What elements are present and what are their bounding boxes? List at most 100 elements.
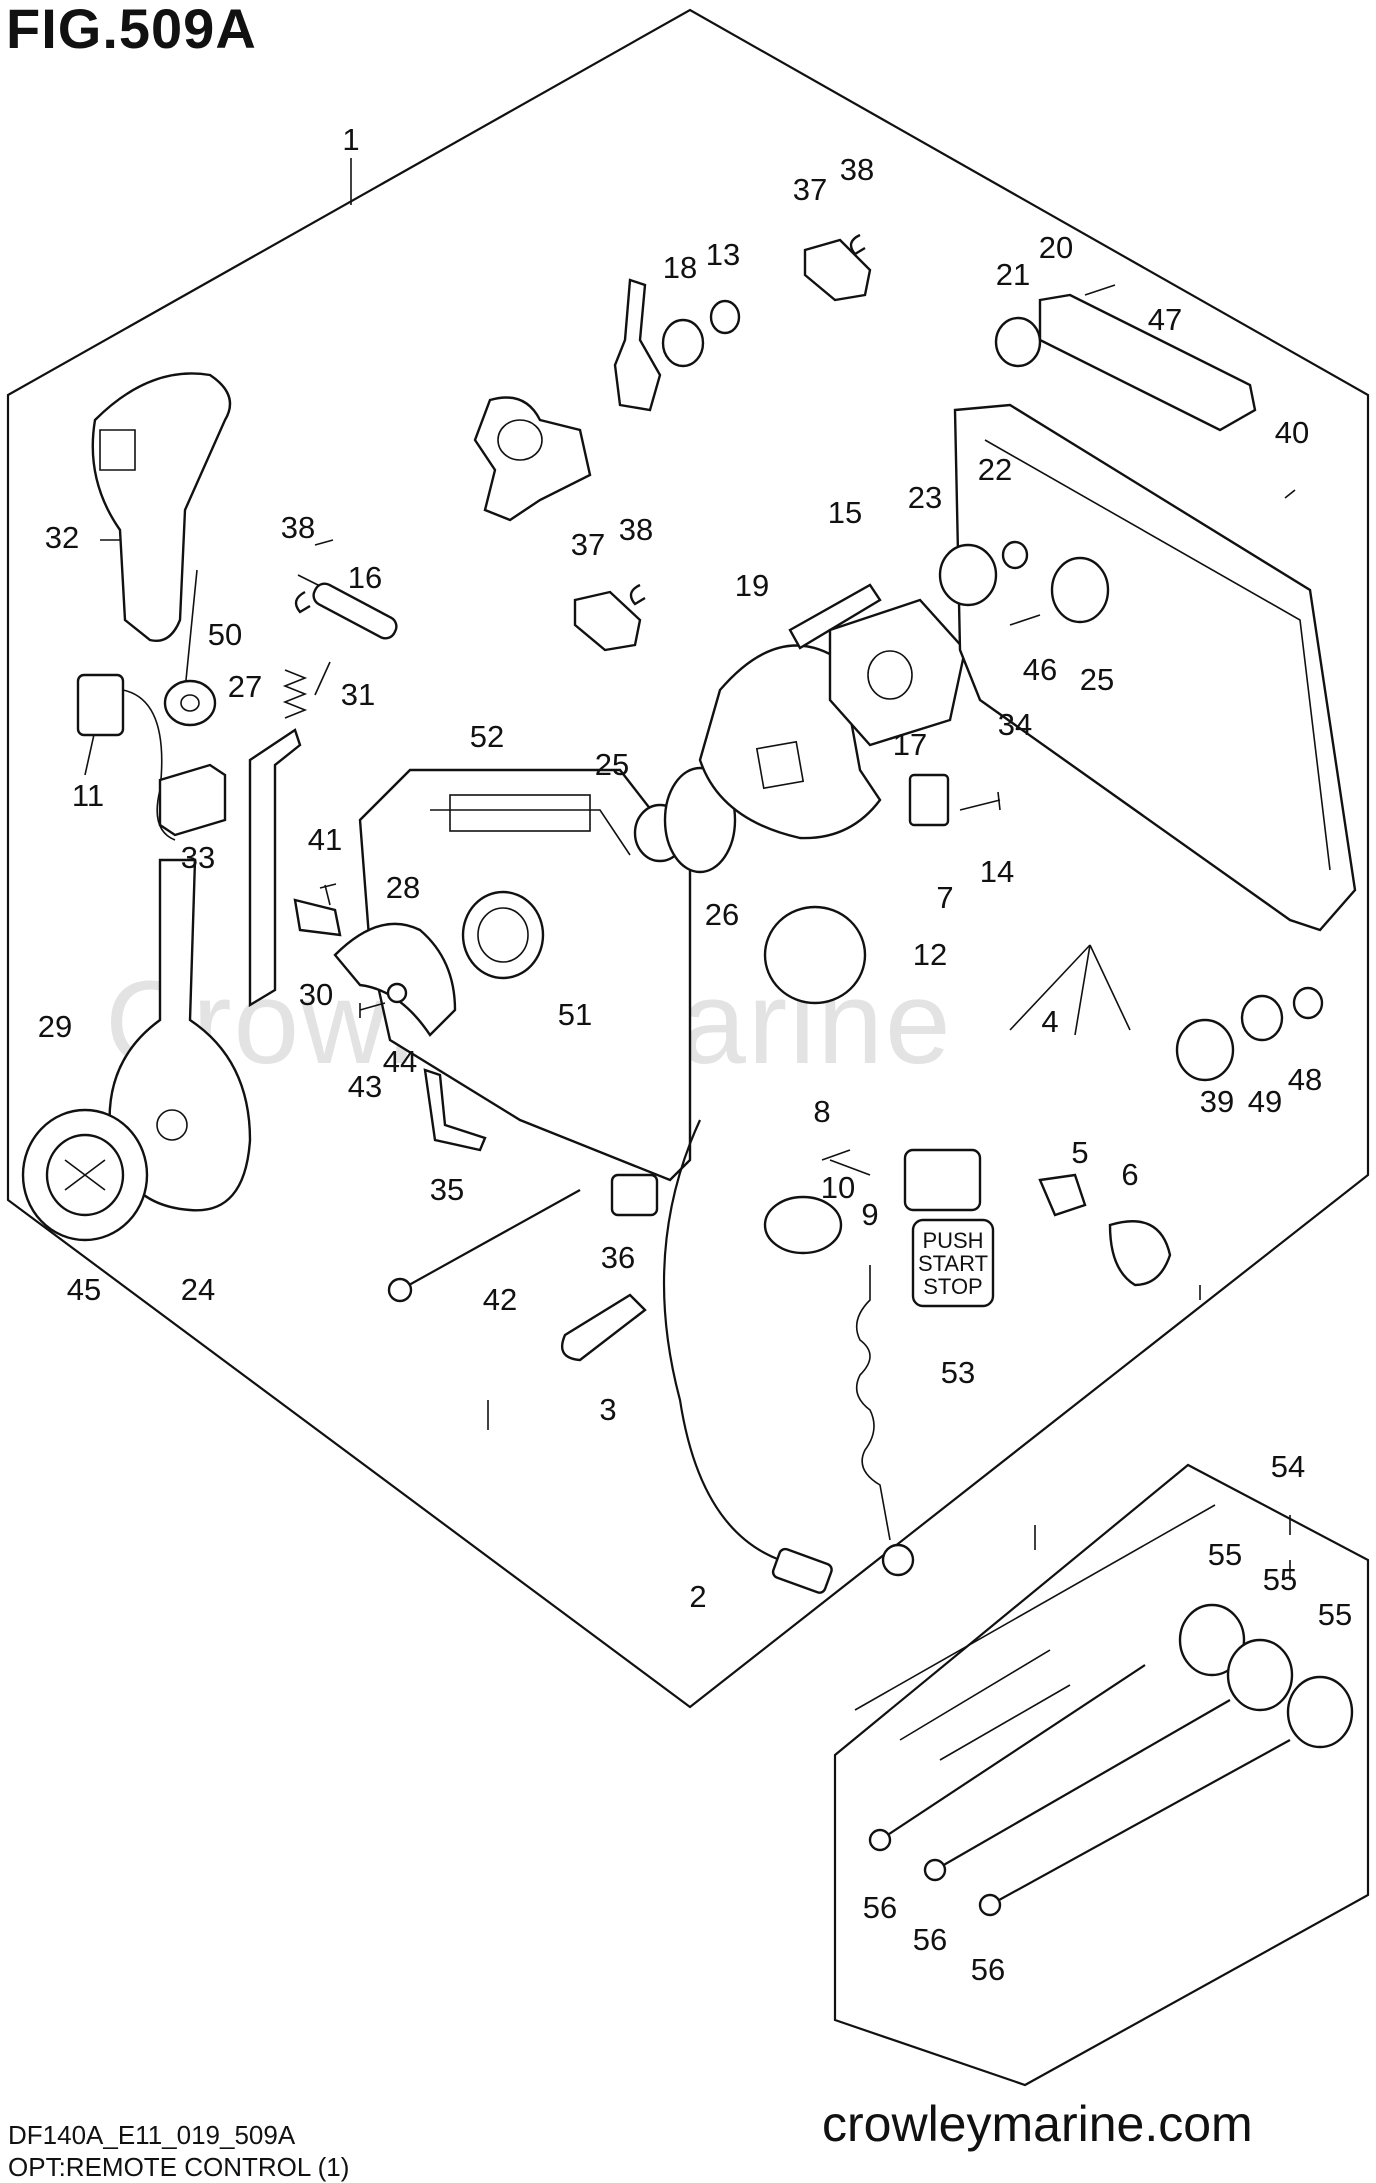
callout-5: 5: [1071, 1135, 1088, 1170]
callout-38-mid: 38: [619, 512, 653, 547]
part-11-switch: [76, 673, 125, 737]
callout-25-left: 25: [595, 747, 629, 782]
part-56-bolt-a: [879, 1664, 1146, 1841]
callout-22: 22: [978, 452, 1012, 487]
part-6-cap: [1108, 1220, 1172, 1287]
callout-42: 42: [483, 1282, 517, 1317]
callout-38-top: 38: [840, 152, 874, 187]
callout-7: 7: [936, 880, 953, 915]
part-9-lanyard: [855, 1265, 891, 1541]
part-54-tie-long: [854, 1504, 1216, 1711]
callout-17: 17: [893, 727, 927, 762]
callout-9: 9: [861, 1197, 878, 1232]
part-18-bushing: [661, 318, 705, 368]
callout-51: 51: [558, 997, 592, 1032]
callout-6: 6: [1121, 1157, 1138, 1192]
callout-55-c: 55: [1318, 1597, 1352, 1632]
part-37-cam-mid: [573, 590, 642, 652]
part-56-bolt-c: [989, 1739, 1291, 1906]
part-13-washer: [709, 299, 741, 335]
callout-21: 21: [996, 257, 1030, 292]
part-14-screw: [959, 791, 1001, 811]
callout-36: 36: [601, 1240, 635, 1275]
callout-54: 54: [1271, 1449, 1305, 1484]
part-47-screw: [1084, 284, 1116, 296]
part-38-clip-top: [849, 233, 866, 256]
callout-44: 44: [383, 1044, 417, 1079]
part-48-nut: [1292, 986, 1324, 1020]
callout-49: 49: [1248, 1084, 1282, 1119]
callout-23: 23: [908, 480, 942, 515]
callout-55-a: 55: [1208, 1537, 1242, 1572]
callout-47: 47: [1148, 302, 1182, 337]
callout-37-mid: 37: [571, 527, 605, 562]
callout-53: 53: [941, 1355, 975, 1390]
callout-56-a: 56: [863, 1890, 897, 1925]
part-38-clip-left: [294, 590, 311, 614]
callout-31: 31: [341, 677, 375, 712]
callout-46: 46: [1023, 652, 1057, 687]
callout-25-right: 25: [1080, 662, 1114, 697]
callout-35: 35: [430, 1172, 464, 1207]
part-42-bolt: [399, 1189, 581, 1291]
callout-56-c: 56: [971, 1952, 1005, 1987]
part-12-buzzer: [763, 905, 867, 1005]
callout-18: 18: [663, 250, 697, 285]
callout-10: 10: [821, 1170, 855, 1205]
callout-56-b: 56: [913, 1922, 947, 1957]
part-25-bushing-right: [1050, 556, 1110, 624]
part-55-spacer-a: [1178, 1603, 1246, 1677]
part-40-screw: [1284, 489, 1296, 499]
callout-32: 32: [45, 520, 79, 555]
figure-code: DF140A_E11_019_509A: [8, 2120, 296, 2150]
callout-30: 30: [299, 977, 333, 1012]
part-cam-plate: [473, 396, 592, 522]
part-55-spacer-c: [1286, 1675, 1354, 1749]
callout-1: 1: [342, 122, 359, 157]
panel-start: START: [918, 1251, 988, 1276]
part-56-bolt-b: [934, 1699, 1231, 1871]
part-17-plate: [828, 598, 967, 747]
part-cam-lever: [613, 278, 662, 412]
callout-3: 3: [599, 1392, 616, 1427]
callout-13: 13: [706, 237, 740, 272]
part-54-tie-mid: [899, 1649, 1051, 1741]
panel-push: PUSH: [922, 1228, 983, 1253]
part-27-guide-plate: [248, 728, 302, 1008]
callout-34: 34: [998, 707, 1032, 742]
part-33-bracket: [158, 763, 227, 837]
part-2-harness: [662, 1119, 781, 1562]
callout-19: 19: [735, 568, 769, 603]
callout-16: 16: [348, 560, 382, 595]
part-35-clip: [423, 1068, 487, 1152]
callout-52: 52: [470, 719, 504, 754]
part-23-gear: [938, 543, 998, 607]
callout-40: 40: [1275, 415, 1309, 450]
callout-33: 33: [181, 840, 215, 875]
callout-26: 26: [705, 897, 739, 932]
kit-outline: [833, 1463, 1370, 2087]
callout-27: 27: [228, 669, 262, 704]
callout-29: 29: [38, 1009, 72, 1044]
callout-48: 48: [1288, 1062, 1322, 1097]
callout-24: 24: [181, 1272, 215, 1307]
part-21-ring: [994, 316, 1042, 368]
part-43-screw: [359, 1002, 386, 1018]
part-31-spring: [282, 669, 308, 719]
panel-stop: STOP: [923, 1274, 983, 1299]
part-15-shaft: [788, 583, 882, 650]
callout-50: 50: [208, 617, 242, 652]
part-41-screw: [319, 883, 337, 906]
callout-37-top: 37: [793, 172, 827, 207]
part-30-plate: [293, 898, 342, 937]
site-url[interactable]: crowleymarine.com: [822, 2096, 1253, 2152]
callout-14: 14: [980, 854, 1014, 889]
part-53-push-button-panel: [911, 1218, 995, 1308]
part-49-washer: [1240, 994, 1284, 1042]
part-5-key: [1038, 1173, 1087, 1217]
callout-15: 15: [828, 495, 862, 530]
callout-28: 28: [386, 870, 420, 905]
callout-45: 45: [67, 1272, 101, 1307]
callout-41: 41: [308, 822, 342, 857]
